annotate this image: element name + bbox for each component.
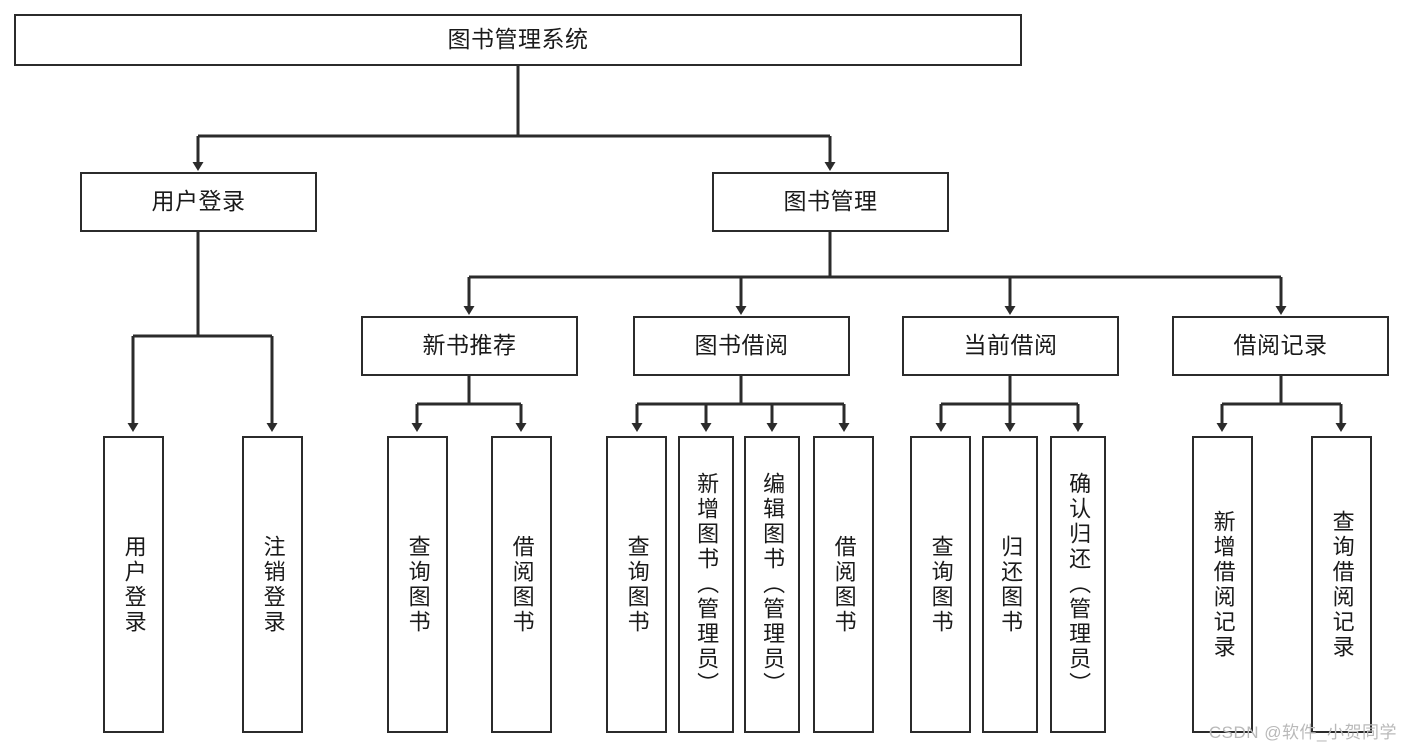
node-book-borrow-label: 图书借阅 — [694, 332, 789, 359]
node-leaf-rec-query[interactable]: 查询图书 — [387, 436, 448, 733]
node-leaf-cur-return-label: 归还图书 — [998, 534, 1024, 635]
node-leaf-cur-query[interactable]: 查询图书 — [910, 436, 971, 733]
node-root-label: 图书管理系统 — [447, 26, 589, 53]
node-borrow-record[interactable]: 借阅记录 — [1172, 316, 1389, 376]
node-leaf-user-logout[interactable]: 注销登录 — [242, 436, 303, 733]
node-borrow-record-label: 借阅记录 — [1233, 332, 1328, 359]
node-leaf-borrow-add[interactable]: 新增图书（管理员） — [678, 436, 734, 733]
node-leaf-borrow-query-label: 查询图书 — [624, 534, 650, 635]
node-leaf-user-login-label: 用户登录 — [121, 534, 147, 635]
node-new-book-rec[interactable]: 新书推荐 — [361, 316, 578, 376]
node-leaf-rec-borrow[interactable]: 借阅图书 — [491, 436, 552, 733]
node-leaf-rec-add-label: 新增借阅记录 — [1210, 509, 1236, 660]
node-leaf-borrow-query[interactable]: 查询图书 — [606, 436, 667, 733]
node-current-borrow-label: 当前借阅 — [963, 332, 1058, 359]
node-leaf-borrow-edit[interactable]: 编辑图书（管理员） — [744, 436, 800, 733]
node-leaf-rec-add[interactable]: 新增借阅记录 — [1192, 436, 1253, 733]
node-leaf-user-login[interactable]: 用户登录 — [103, 436, 164, 733]
node-leaf-rec-borrow-label: 借阅图书 — [509, 534, 535, 635]
node-user-login-label: 用户登录 — [151, 188, 246, 215]
node-leaf-cur-query-label: 查询图书 — [928, 534, 954, 635]
node-book-borrow[interactable]: 图书借阅 — [633, 316, 850, 376]
node-leaf-borrow-add-label: 新增图书（管理员） — [694, 472, 720, 697]
node-leaf-cur-confirm[interactable]: 确认归还（管理员） — [1050, 436, 1106, 733]
node-current-borrow[interactable]: 当前借阅 — [902, 316, 1119, 376]
node-book-manage-label: 图书管理 — [783, 188, 878, 215]
node-new-book-rec-label: 新书推荐 — [422, 332, 517, 359]
node-root[interactable]: 图书管理系统 — [14, 14, 1022, 66]
node-book-manage[interactable]: 图书管理 — [712, 172, 949, 232]
node-user-login[interactable]: 用户登录 — [80, 172, 317, 232]
node-leaf-borrow-do-label: 借阅图书 — [831, 534, 857, 635]
node-leaf-user-logout-label: 注销登录 — [260, 534, 286, 635]
node-leaf-cur-confirm-label: 确认归还（管理员） — [1066, 472, 1092, 697]
node-leaf-cur-return[interactable]: 归还图书 — [982, 436, 1038, 733]
node-leaf-rec-search-label: 查询借阅记录 — [1329, 509, 1355, 660]
node-leaf-borrow-edit-label: 编辑图书（管理员） — [760, 472, 786, 697]
node-leaf-rec-search[interactable]: 查询借阅记录 — [1311, 436, 1372, 733]
node-leaf-borrow-do[interactable]: 借阅图书 — [813, 436, 874, 733]
node-leaf-rec-query-label: 查询图书 — [405, 534, 431, 635]
